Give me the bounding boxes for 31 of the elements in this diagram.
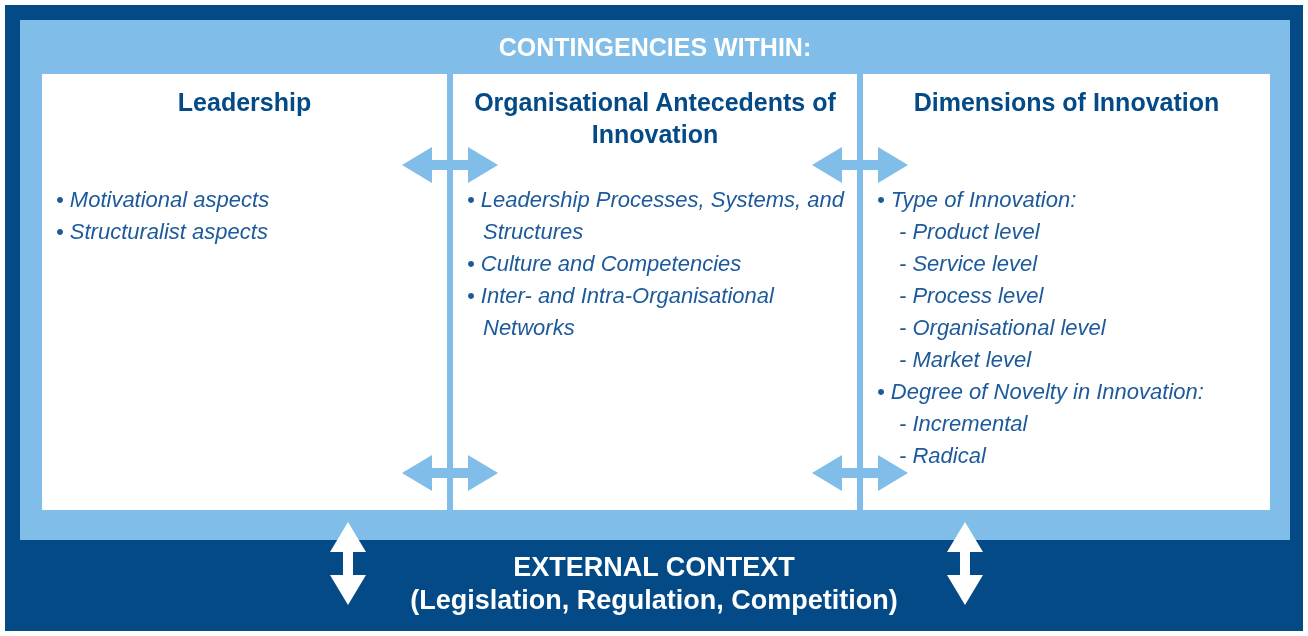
content-box bbox=[42, 74, 447, 510]
double-arrow bbox=[402, 455, 498, 491]
list-item: - Market level bbox=[898, 346, 1032, 374]
inner-band bbox=[20, 20, 1290, 540]
band-heading: CONTINGENCIES WITHIN: bbox=[498, 32, 812, 62]
list-item: - Incremental bbox=[898, 410, 1028, 438]
box-heading: Dimensions of Innovation bbox=[913, 87, 1220, 118]
content-box bbox=[453, 74, 857, 510]
outer-band bbox=[5, 5, 1303, 631]
list-item: - Organisational level bbox=[898, 314, 1106, 342]
double-arrow bbox=[402, 147, 498, 183]
double-arrow bbox=[812, 147, 908, 183]
list-item: • Motivational aspects bbox=[56, 186, 270, 214]
list-item: - Product level bbox=[898, 218, 1040, 246]
double-arrow bbox=[330, 522, 366, 605]
list-item: - Service level bbox=[898, 250, 1038, 278]
box-heading: Leadership bbox=[177, 87, 312, 118]
band-heading: EXTERNAL CONTEXT bbox=[513, 551, 795, 584]
double-arrow bbox=[812, 455, 908, 491]
list-item: - Radical bbox=[898, 442, 986, 470]
list-item: • Structuralist aspects bbox=[56, 218, 268, 246]
list-item: • Culture and Competencies bbox=[467, 250, 742, 278]
box-heading: Organisational Antecedents of Innovation bbox=[473, 87, 837, 150]
list-item: - Process level bbox=[898, 282, 1044, 310]
content-box bbox=[863, 74, 1270, 510]
list-item: • Leadership Processes, Systems, and Structures bbox=[467, 186, 846, 246]
list-item: • Type of Innovation: bbox=[877, 186, 1077, 214]
band-heading: (Legislation, Regulation, Competition) bbox=[410, 584, 898, 617]
double-arrow bbox=[947, 522, 983, 605]
list-item: • Inter- and Intra-Organisational Networks bbox=[467, 282, 776, 342]
list-item: • Degree of Novelty in Innovation: bbox=[877, 378, 1204, 406]
